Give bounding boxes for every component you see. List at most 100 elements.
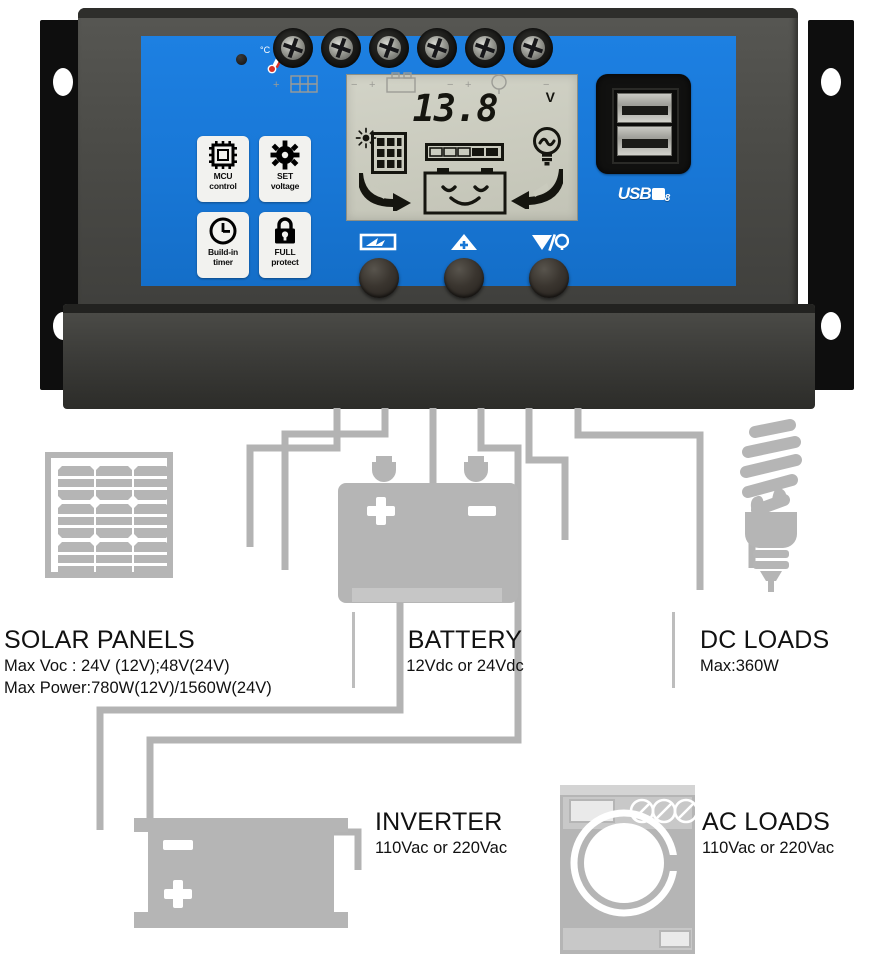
solar-panel-icon [371, 132, 407, 174]
wire-ac-out [330, 828, 362, 870]
mounting-bracket-right [808, 20, 854, 390]
smiling-battery-icon [423, 168, 507, 215]
battery-diagram-icon [338, 456, 518, 603]
screw-icon [521, 36, 545, 60]
gear-icon [270, 140, 300, 170]
discharge-arrow-icon [511, 169, 563, 209]
status-led-icon [236, 54, 247, 65]
usb-port[interactable] [617, 126, 672, 156]
terminal-base-lip [63, 304, 815, 313]
wire-dc-plus [525, 408, 569, 540]
label-divider [672, 612, 675, 688]
svg-text:−: − [351, 79, 357, 91]
bracket-hole [53, 68, 73, 96]
menu-button[interactable] [359, 258, 399, 298]
terminal-load-plus[interactable] [465, 28, 505, 68]
wiring-diagram-svg [45, 408, 802, 954]
battery-level-bar-icon [425, 143, 504, 161]
bracket-hole [821, 312, 841, 340]
wire-group-dc [696, 528, 756, 590]
screw-icon [377, 36, 401, 60]
mcu-chip-icon [209, 141, 237, 169]
battery-line1: 12Vdc or 24Vdc [406, 657, 524, 675]
ac-title: AC LOADS [702, 808, 831, 836]
dc-line1: Max:360W [700, 657, 779, 675]
solar-panel-diagram-icon [45, 452, 173, 578]
usb-trident-icon [651, 188, 665, 200]
wire-dc-minus [574, 408, 704, 528]
battery-title: BATTERY [407, 626, 523, 654]
solar-title: SOLAR PANELS [4, 626, 195, 654]
screw-icon [281, 36, 305, 60]
bracket-hole [821, 68, 841, 96]
wire-group-inverter [96, 628, 522, 830]
lcd-voltage-unit: V [545, 89, 555, 105]
lcd-display: 13.8 V [346, 74, 578, 221]
usb-port[interactable] [617, 93, 672, 123]
terminal-load-minus[interactable] [513, 28, 553, 68]
up-button[interactable] [444, 258, 484, 298]
svg-text:+: + [465, 79, 471, 91]
button-row [359, 232, 569, 302]
wire-inv-minus [96, 628, 404, 830]
terminal-markings: +− +− +− [273, 72, 549, 94]
solar-line1: Max Voc : 24V (12V);48V(24V) [4, 657, 230, 675]
terminal-battery-minus[interactable] [417, 28, 457, 68]
washing-machine-diagram-icon [560, 785, 699, 954]
down-triangle-load-icon [532, 233, 569, 252]
terminal-battery-plus[interactable] [369, 28, 409, 68]
terminal-solar-plus[interactable] [273, 28, 313, 68]
svg-text:+: + [369, 79, 375, 91]
down-load-button[interactable] [529, 258, 569, 298]
label-battery: BATTERY 12Vdc or 24Vdc [375, 626, 555, 677]
screw-icon [329, 36, 353, 60]
usb-port-cavity [612, 88, 679, 164]
load-bulb-icon [533, 127, 561, 166]
housing-top-edge [78, 8, 798, 18]
usb-port-block[interactable] [596, 74, 691, 174]
wire-solar-minus [281, 408, 389, 570]
screw-icon [473, 36, 497, 60]
inverter-diagram-icon [134, 818, 348, 928]
usb-tongue [622, 139, 668, 148]
ac-line1: 110Vac or 220Vac [702, 839, 835, 857]
label-dc-loads: DC LOADS Max:360W [700, 626, 829, 677]
svg-text:−: − [543, 79, 549, 91]
terminal-block: +− +− +− [273, 28, 563, 108]
padlock-icon [275, 217, 295, 244]
clock-icon [209, 217, 237, 245]
dc-title: DC LOADS [700, 626, 830, 654]
screw-icon [425, 36, 449, 60]
lcd-voltage-value: 13.8 [412, 87, 498, 130]
wiring-diagram [0, 400, 871, 954]
svg-text:°C: °C [260, 45, 271, 55]
solar-line2: Max Power:780W(12V)/1560W(24V) [4, 679, 272, 697]
wire-solar-plus [246, 408, 341, 547]
up-triangle-plus-icon [451, 234, 477, 250]
label-divider [352, 612, 355, 688]
terminal-solar-minus[interactable] [321, 28, 361, 68]
usb-tongue [622, 106, 668, 115]
label-ac-loads: AC LOADS 110Vac or 220Vac [702, 808, 834, 859]
cfl-bulb-diagram-icon [740, 419, 802, 592]
label-inverter: INVERTER 110Vac or 220Vac [375, 808, 507, 859]
label-solar-panels: SOLAR PANELS Max Voc : 24V (12V);48V(24V… [4, 626, 272, 699]
battery-menu-icon [359, 233, 397, 251]
svg-text:−: − [447, 79, 453, 91]
wire-group-ac [330, 828, 362, 870]
charge-arrow-icon [359, 173, 411, 211]
terminal-base [63, 304, 815, 409]
inverter-line1: 110Vac or 220Vac [375, 839, 508, 857]
svg-text:+: + [273, 79, 279, 91]
inverter-title: INVERTER [375, 808, 503, 836]
